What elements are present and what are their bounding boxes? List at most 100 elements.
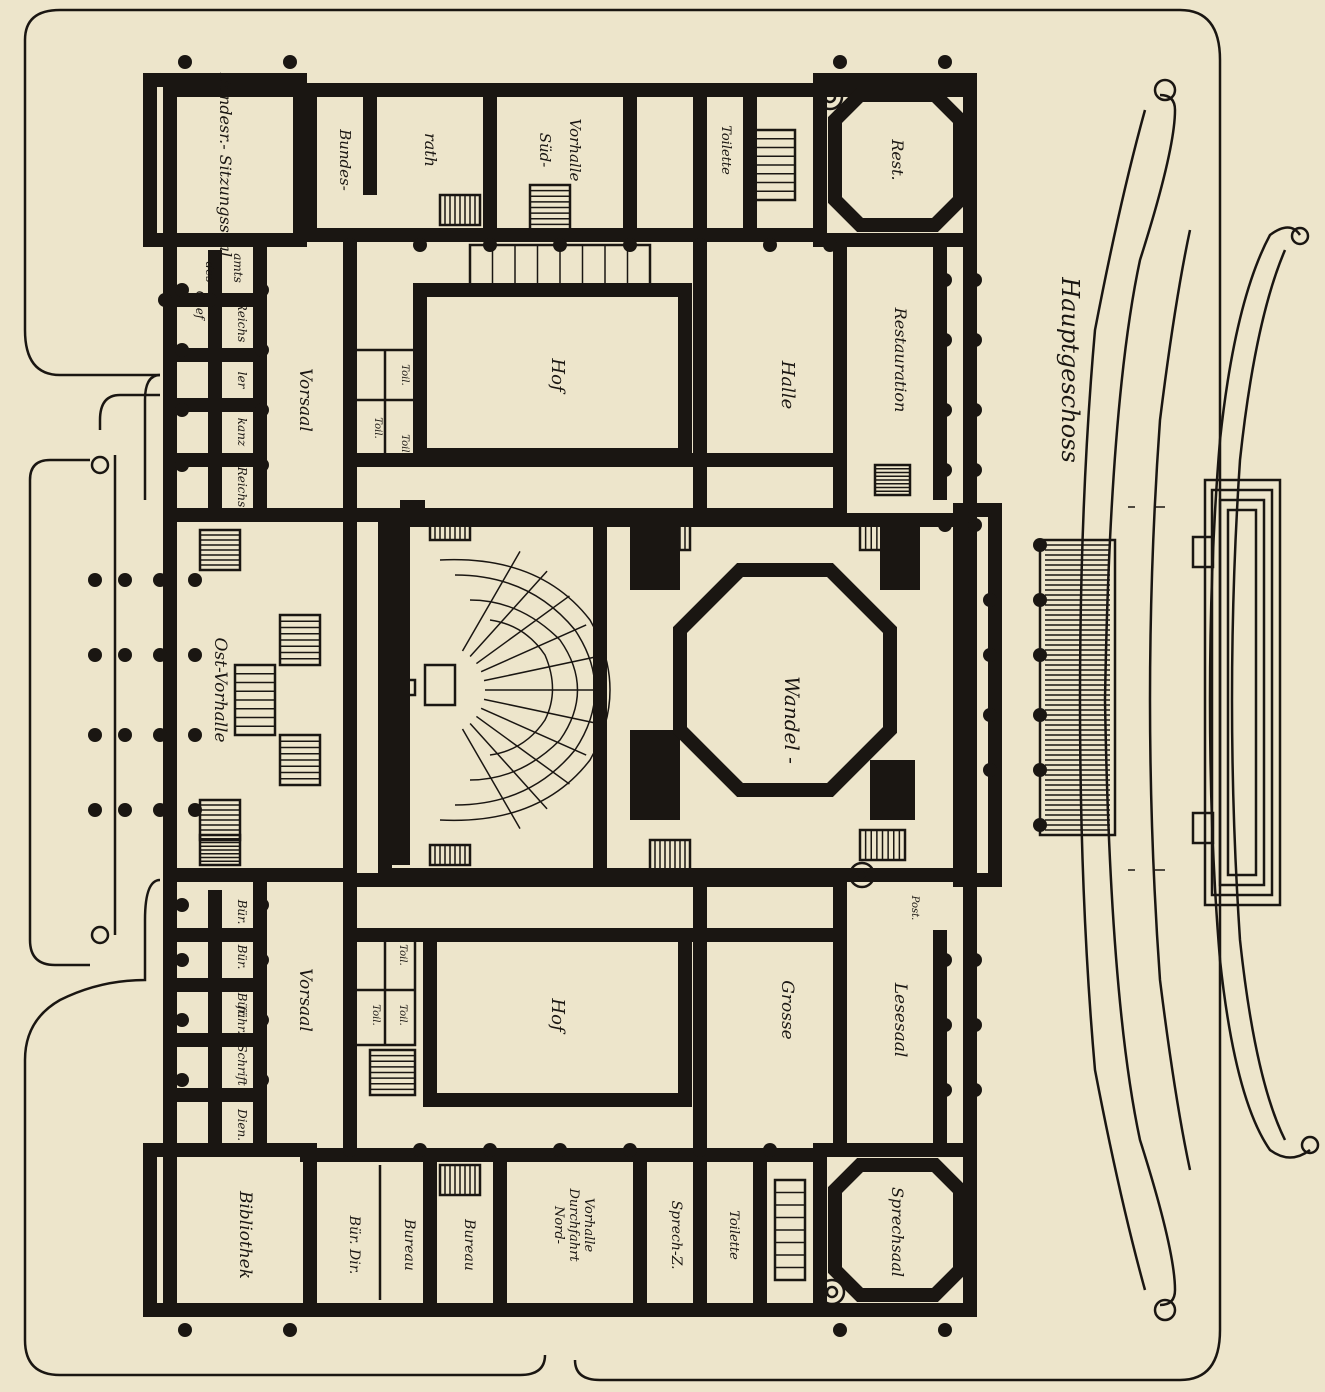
column [1033,763,1047,777]
column [203,293,217,307]
column [693,238,707,252]
column [255,1013,269,1027]
plan-title: Hauptgeschoss [1056,276,1084,463]
label-toilette-bottom: Toilette [726,1210,741,1260]
column [1033,593,1047,607]
column [938,1083,952,1097]
column [763,238,777,252]
column [153,573,167,587]
label-rest: Rest. [888,138,907,180]
building-walls [143,73,1002,1317]
column [343,238,357,252]
column [175,1013,189,1027]
column [938,403,952,417]
column [255,403,269,417]
label-toil-5: Toil. [397,1004,408,1026]
site-outline [23,8,1222,1382]
column [175,403,189,417]
column [88,648,102,662]
label-sprech-z: Sprech-Z. [668,1200,684,1269]
solid-masses [380,500,920,865]
column [938,273,952,287]
label-lesesaal: Lesesaal [890,982,910,1058]
label-sprechsaal: Sprechsaal [888,1187,907,1277]
label-bureau-2: Bureau [461,1218,477,1271]
label-toil-1: Toil. [399,364,410,386]
seating-aisle [461,728,521,829]
column [693,1143,707,1157]
label-bur-1: Bür. [235,899,249,925]
column [88,573,102,587]
label-bundesrat-sitzungssaal: Bundesr.- Sitzungssaal [216,72,235,257]
column [983,593,997,607]
column [118,803,132,817]
spiral-stairs [816,83,876,1306]
column [255,898,269,912]
seating-aisle [461,551,521,652]
column [763,1143,777,1157]
column [175,458,189,472]
seating-aisle [483,698,597,724]
label-bundesrath-2: rath [421,133,440,167]
column [983,648,997,662]
seating-aisle [469,722,548,810]
column [175,343,189,357]
label-restauration: Restauration [891,307,910,413]
label-bur-dir: Bür. Dir. [346,1215,362,1275]
label-bundesrath-1: Bundes- [336,128,354,191]
column [938,953,952,967]
column [968,273,982,287]
label-reichskanzler-2: kanz [235,418,249,447]
octagons [673,88,967,1302]
column [283,55,297,69]
column [413,238,427,252]
seating-aisle [480,707,587,756]
label-chef-2: des [203,262,217,283]
label-vorsaal-top: Vorsaal [295,368,315,432]
column [938,518,952,532]
column [823,238,837,252]
room-labels: Bundesr.- Sitzungssaal Bundes- rath Süd-… [193,72,1084,1279]
label-post: Post. [909,895,920,921]
label-toil-2: Toil. [372,417,383,439]
label-ost-vorhalle: Ost-Vorhalle [210,637,230,742]
column [175,283,189,297]
column [255,283,269,297]
label-bureau-1: Bureau [401,1218,417,1271]
column [968,518,982,532]
column [175,898,189,912]
column [968,403,982,417]
column [255,458,269,472]
seating-aisle [475,715,570,785]
columns [88,55,1047,1337]
label-bur-2: Bür. [235,944,249,970]
column [255,343,269,357]
seating-aisle [469,570,548,658]
column [178,1323,192,1337]
column [968,463,982,477]
label-sued-vorhalle-2: Vorhalle [566,119,584,182]
east-ramp [1038,478,1282,907]
column [968,1018,982,1032]
column [833,1323,847,1337]
label-toil-3: Toil. [399,434,410,456]
column [968,953,982,967]
column [188,728,202,742]
label-schriftf-1: Schrift [235,1044,249,1086]
column [255,953,269,967]
label-grosse: Grosse [777,980,797,1039]
label-sued-vorhalle-1: Süd- [536,133,554,168]
column [118,573,132,587]
label-wandel: Wandel - [780,676,804,764]
column [1033,538,1047,552]
label-nord-3: Vorhalle [581,1198,596,1253]
label-chef-1: Chef [193,291,207,322]
column [175,953,189,967]
column [823,1143,837,1157]
column [153,728,167,742]
column [88,728,102,742]
label-nord-1: Nord- [551,1205,566,1244]
column [983,763,997,777]
label-chef-3: Reichs [235,301,249,343]
column [968,1083,982,1097]
